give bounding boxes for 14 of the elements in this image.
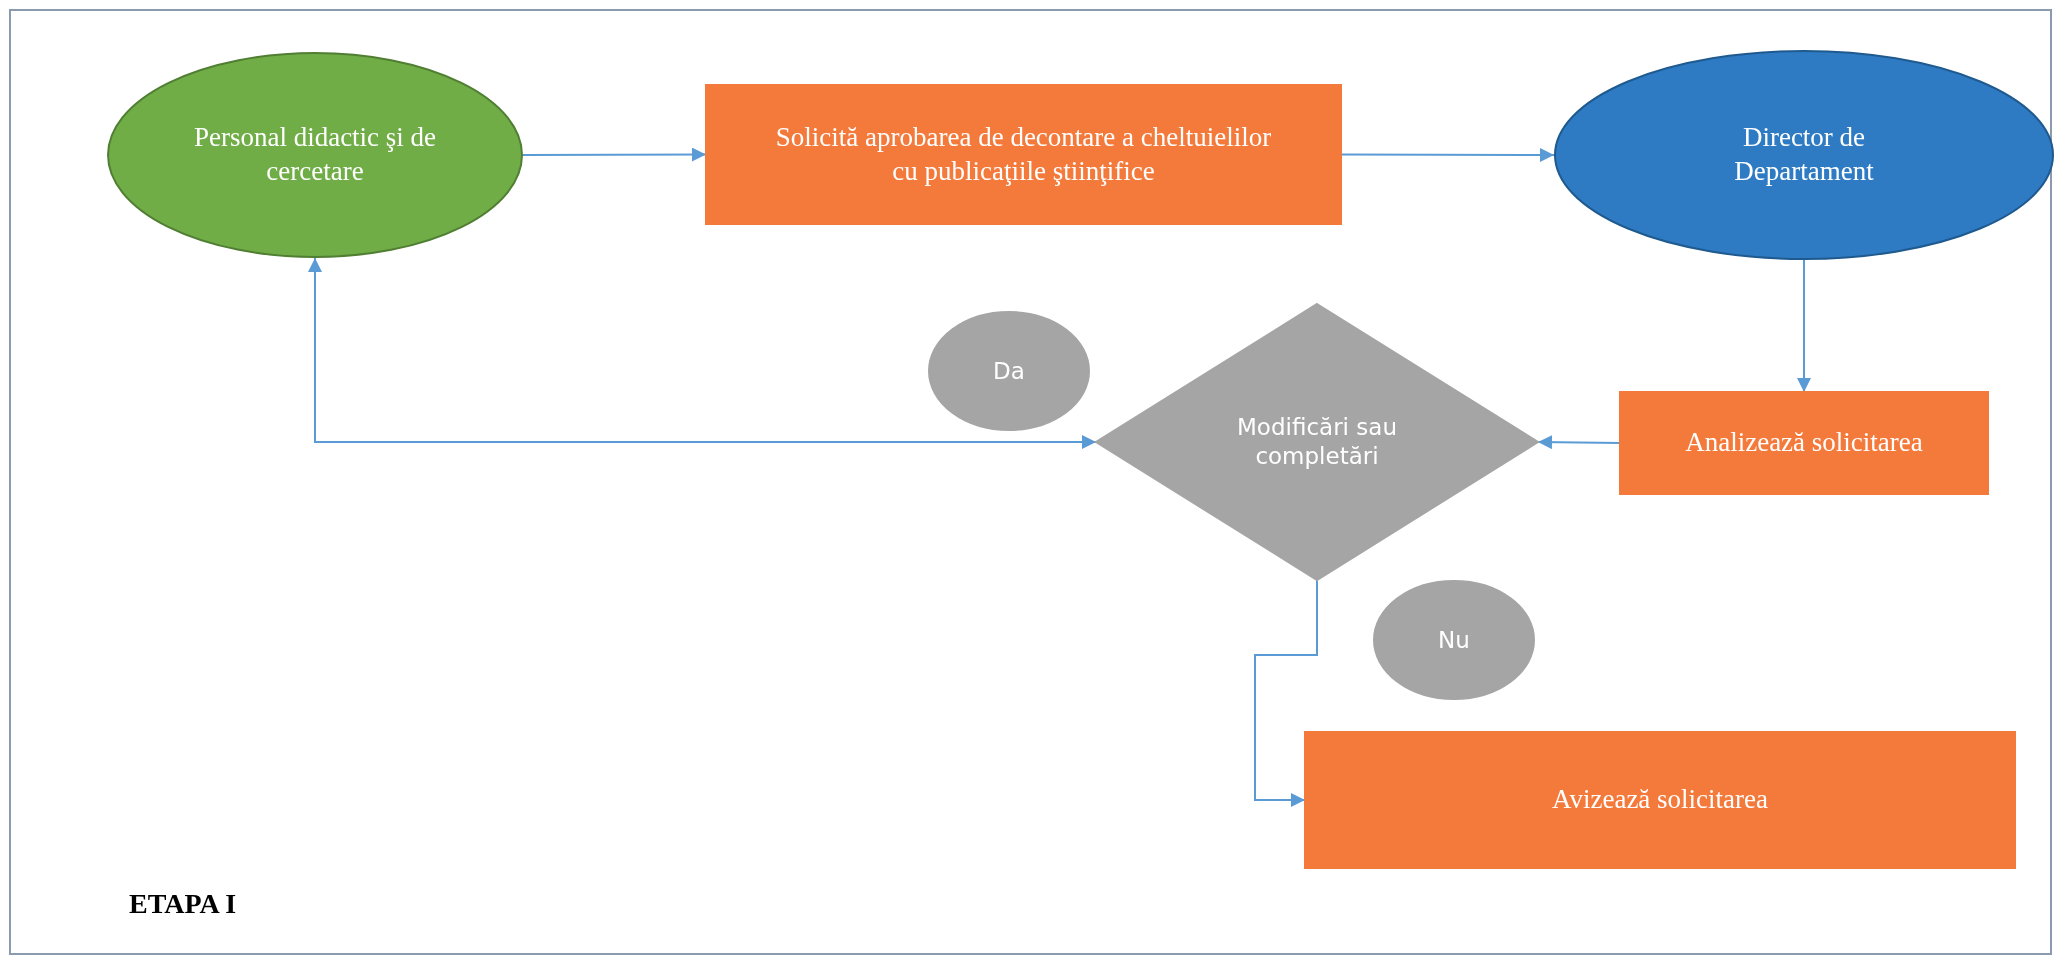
arrow [1254,579,1318,807]
node-label: Avizează solicitarea [1550,783,1770,817]
node-label: Personal didactic şi de cercetare [192,121,438,188]
node-label: Analizează solicitarea [1684,426,1924,460]
node-label: Nu [1437,625,1471,655]
node-label: Da [992,356,1026,386]
node-label: Director de Departament [1733,121,1875,188]
stage-label: ETAPA I [129,888,237,920]
node-label: Modificări sau completări [1237,413,1397,471]
arrow [522,147,707,162]
arrow [308,257,1097,449]
arrow [1537,435,1621,450]
node-label: Solicită aprobarea de decontare a cheltuielilor cu publicaţiile ştiinţifice [774,120,1273,188]
arrow [1797,259,1811,393]
